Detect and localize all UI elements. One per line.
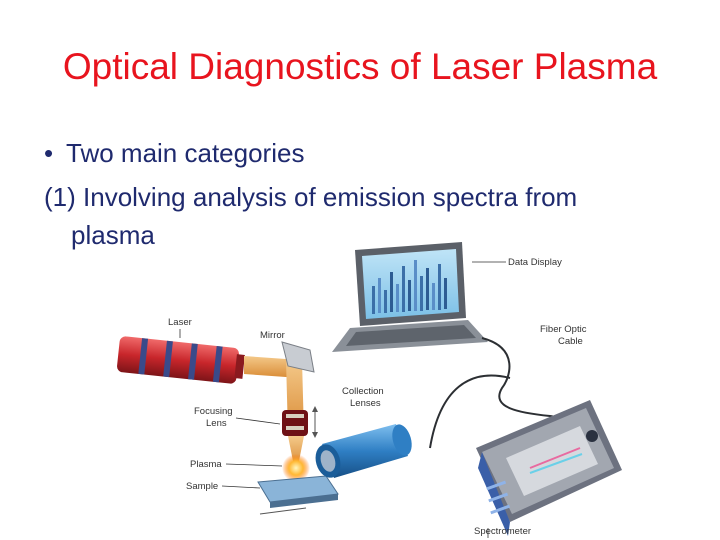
- label-fiber-optic-1: Fiber Optic: [540, 324, 587, 335]
- collection-cable: [430, 376, 510, 448]
- laser-unit: [116, 336, 245, 385]
- label-collection-1: Collection: [342, 386, 384, 397]
- slide-title: Optical Diagnostics of Laser Plasma: [0, 46, 720, 88]
- label-plasma: Plasma: [190, 459, 222, 470]
- label-focusing-1: Focusing: [194, 406, 233, 417]
- label-spectrometer: Spectrometer: [474, 526, 531, 537]
- bullet-item: •Two main categories: [44, 134, 684, 172]
- label-collection-2: Lenses: [350, 398, 381, 409]
- label-focusing-2: Lens: [206, 418, 227, 429]
- item-number: (1): [44, 182, 76, 212]
- label-data-display: Data Display: [508, 257, 562, 268]
- item-text-line1: Involving analysis of emission spectra f…: [83, 182, 577, 212]
- spectrometer: [476, 400, 622, 536]
- libs-setup-diagram: Data Display Fiber Optic Cable Laser Mir…: [110, 238, 630, 538]
- collection-lenses: [312, 422, 415, 481]
- slide-body: •Two main categories (1) Involving analy…: [44, 134, 684, 254]
- label-fiber-optic-2: Cable: [558, 336, 583, 347]
- laptop-data-display: [332, 242, 488, 352]
- focusing-lens: [282, 410, 308, 436]
- bullet-text: Two main categories: [66, 138, 304, 168]
- bullet-dot-icon: •: [44, 134, 66, 172]
- label-sample: Sample: [186, 481, 218, 492]
- label-mirror: Mirror: [260, 330, 285, 341]
- label-laser: Laser: [168, 317, 192, 328]
